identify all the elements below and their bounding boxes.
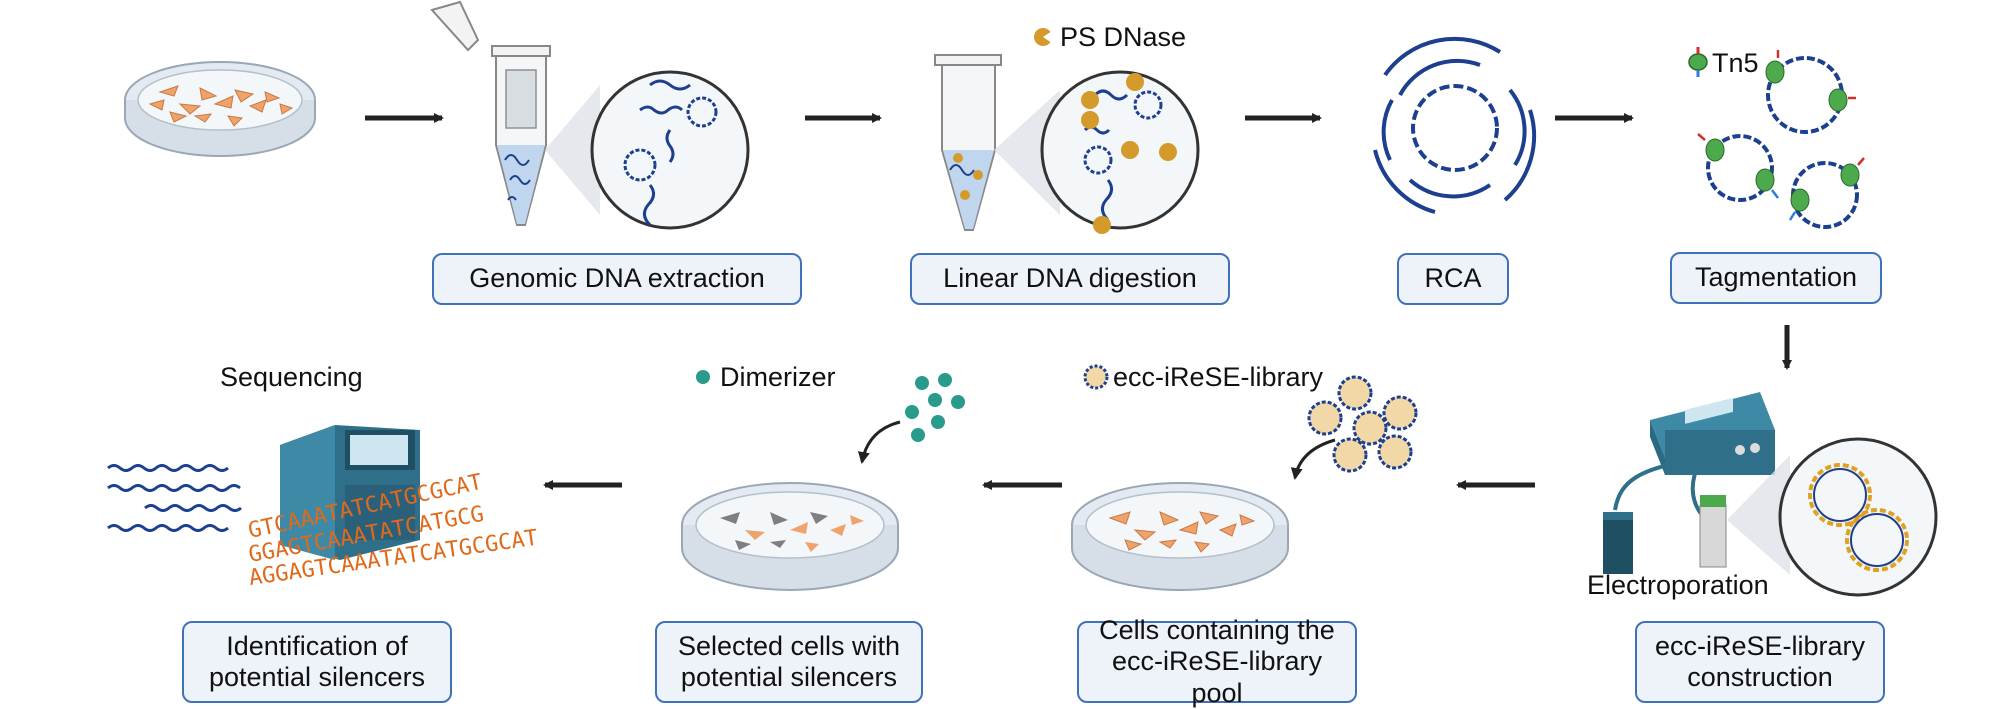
- tagmented-dna-icon: [1697, 50, 1865, 229]
- curved-arrow-1: [1290, 438, 1336, 480]
- microtube-icon-1: [430, 0, 750, 230]
- dimerizer-dots-icon: [905, 373, 965, 442]
- dimerizer-label: Dimerizer: [720, 362, 836, 392]
- step-library-construction: ecc-iReSE-library construction: [1635, 621, 1885, 703]
- cuvette-icon: [1603, 512, 1633, 574]
- sequencing-label: Sequencing: [220, 362, 363, 392]
- step-selected-cells: Selected cells with potential silencers: [655, 621, 923, 703]
- ps-dnase-icon: [1034, 28, 1052, 46]
- petri-dish-pool-icon: [1071, 482, 1289, 591]
- step-rca: RCA: [1397, 253, 1509, 305]
- step-genomic-dna-extraction: Genomic DNA extraction: [432, 253, 802, 305]
- step-tagmentation: Tagmentation: [1670, 252, 1882, 304]
- curved-arrow-2: [857, 420, 901, 464]
- ecc-library-label: ecc-iReSE-library: [1113, 362, 1324, 392]
- step-identification: Identification of potential silencers: [182, 621, 452, 703]
- sequencer-icon: [280, 425, 420, 560]
- step-cells-containing-pool: Cells containing the ecc-iReSE-library p…: [1077, 615, 1357, 708]
- tn5-transposase-icon: [1688, 47, 1708, 77]
- rolling-circle-dna-icon: [1373, 36, 1536, 214]
- petri-dish-cells-icon: [124, 61, 316, 157]
- ecc-library-icon: [1083, 364, 1109, 390]
- petri-dish-selected-icon: [681, 482, 899, 591]
- dimerizer-icon: [694, 368, 712, 386]
- tn5-label: Tn5: [1712, 48, 1759, 78]
- microtube-icon-2: [934, 54, 1200, 234]
- step-linear-dna-digestion: Linear DNA digestion: [910, 253, 1230, 305]
- electroporation-cuvette-icon: [1699, 437, 1938, 597]
- sequencing-reads-icon: [107, 464, 242, 532]
- ps-dnase-label: PS DNase: [1060, 22, 1187, 52]
- library-particles-icon: [1307, 375, 1418, 473]
- electroporation-label: Electroporation: [1587, 570, 1769, 600]
- electroporator-icon: [1613, 392, 1775, 517]
